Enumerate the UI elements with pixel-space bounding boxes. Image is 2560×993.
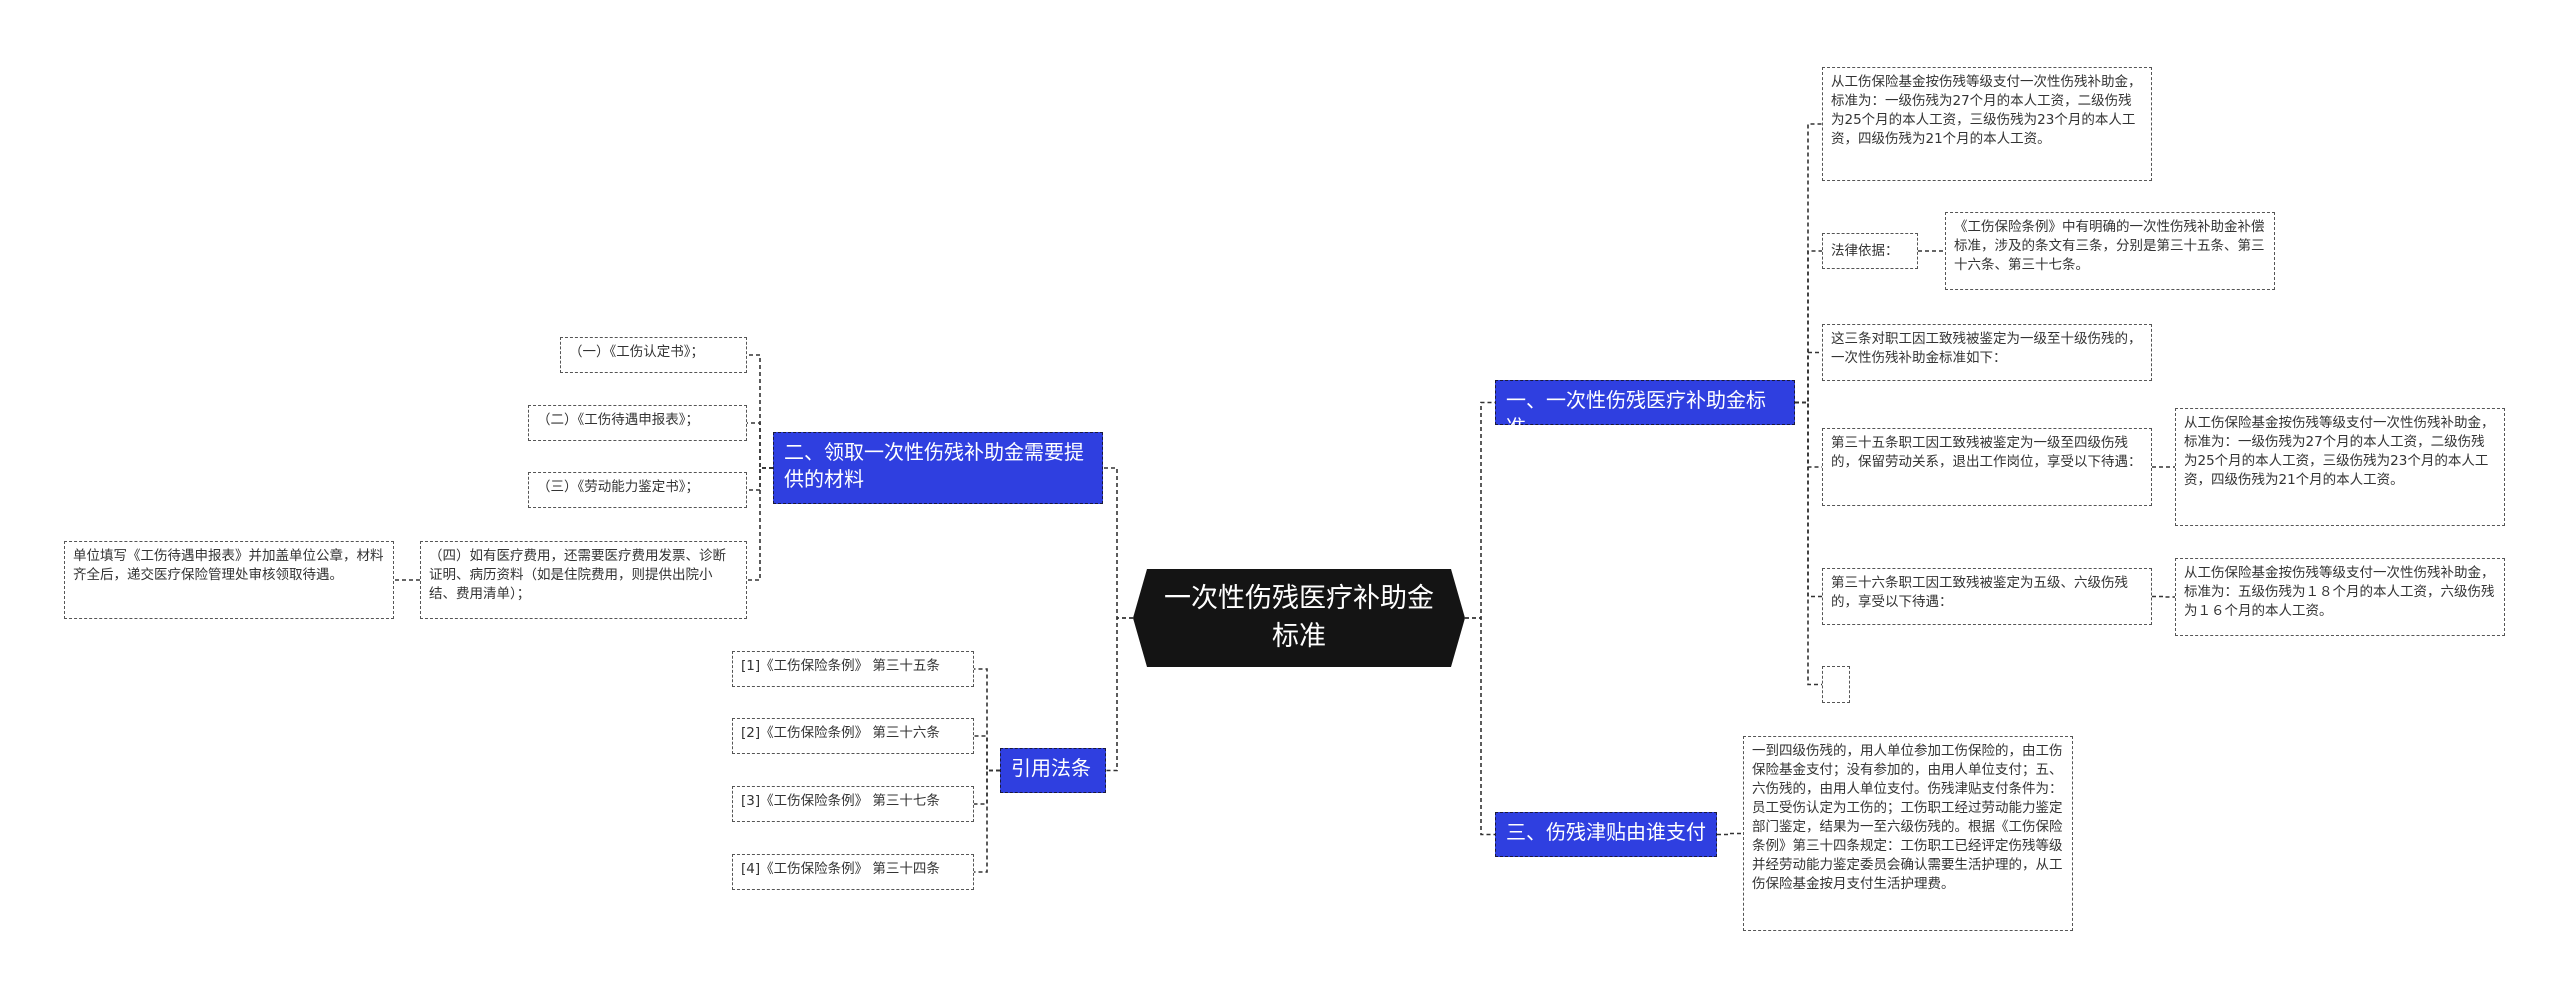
branch-citations-label: 引用法条 (1011, 756, 1091, 780)
citation-item-3[interactable]: [3]《工伤保险条例》 第三十七条 (732, 786, 974, 822)
connector-root-b2 (1103, 467, 1133, 619)
article-35-detail: 从工伤保险基金按伤残等级支付一次性伤残补助金，标准为：一级伤残为27个月的本人工… (2175, 408, 2505, 526)
connector-root-b4 (1106, 617, 1133, 772)
branch-payer-label: 三、伤残津贴由谁支付 (1506, 820, 1706, 844)
connector-root-b3 (1465, 617, 1495, 836)
connector-b2-m2 (747, 422, 773, 469)
branch-standard[interactable]: 一、一次性伤残医疗补助金标准 (1495, 380, 1795, 439)
citation-item-2[interactable]: [2]《工伤保险条例》 第三十六条 (732, 718, 974, 754)
connector-b4-c4 (974, 769, 1000, 873)
connector-b1-s1 (1795, 123, 1822, 404)
root-topic[interactable]: 一次性伤残医疗补助金标准 (1133, 569, 1465, 667)
branch-materials[interactable]: 二、领取一次性伤残补助金需要提供的材料 (773, 432, 1103, 504)
material-item-4: （四）如有医疗费用，还需要医疗费用发票、诊断证明、病历资料（如是住院费用，则提供… (420, 541, 747, 619)
material-item-1: （一）《工伤认定书》； (560, 337, 747, 373)
branch-payer[interactable]: 三、伤残津贴由谁支付 (1495, 812, 1717, 857)
connector-b3-p1 (1717, 832, 1743, 836)
connector-b1-s5 (1795, 401, 1822, 598)
citation-item-4[interactable]: [4]《工伤保险条例》 第三十四条 (732, 854, 974, 890)
payer-detail: 一到四级伤残的，用人单位参加工伤保险的，由工伤保险基金支付；没有参加的，由用人单… (1743, 736, 2073, 931)
legal-basis-detail: 《工伤保险条例》中有明确的一次性伤残补助金补偿标准，涉及的条文有三条，分别是第三… (1945, 212, 2275, 290)
material-item-2: （二）《工伤待遇申报表》； (528, 405, 747, 441)
material-item-3: （三）《劳动能力鉴定书》； (528, 472, 747, 508)
standard-fund-note: 从工伤保险基金按伤残等级支付一次性伤残补助金，标准为：一级伤残为27个月的本人工… (1822, 67, 2152, 181)
connector-b4-c2 (974, 735, 1000, 772)
empty-node (1822, 666, 1850, 703)
connector-root-b1 (1465, 401, 1495, 619)
connector-b1-s6 (1795, 401, 1822, 686)
root-topic-label: 一次性伤残医疗补助金标准 (1164, 583, 1434, 652)
article-36-note: 第三十六条职工因工致残被鉴定为五级、六级伤残的，享受以下待遇： (1822, 568, 2152, 625)
connector-b2-m4 (747, 467, 773, 581)
material-item-4-note: 单位填写《工伤待遇申报表》并加盖单位公章，材料齐全后，递交医疗保险管理处审核领取… (64, 541, 394, 619)
connector-b1-s3 (1795, 351, 1822, 404)
legal-basis-label: 法律依据： (1822, 233, 1918, 269)
branch-materials-label: 二、领取一次性伤残补助金需要提供的材料 (784, 440, 1084, 491)
article-35-note: 第三十五条职工因工致残被鉴定为一级至四级伤残的，保留劳动关系，退出工作岗位，享受… (1822, 428, 2152, 506)
three-articles-note: 这三条对职工因工致残被鉴定为一级至十级伤残的，一次性伤残补助金标准如下： (1822, 324, 2152, 381)
branch-citations[interactable]: 引用法条 (1000, 748, 1106, 793)
citation-item-1[interactable]: [1]《工伤保险条例》 第三十五条 (732, 651, 974, 687)
connector-s5-s5d (2152, 595, 2175, 598)
branch-standard-label: 一、一次性伤残医疗补助金标准 (1506, 388, 1766, 439)
connector-b1-s2 (1795, 250, 1822, 404)
connector-b4-c1 (974, 668, 1000, 772)
article-36-detail: 从工伤保险基金按伤残等级支付一次性伤残补助金，标准为：五级伤残为１８个月的本人工… (2175, 558, 2505, 636)
